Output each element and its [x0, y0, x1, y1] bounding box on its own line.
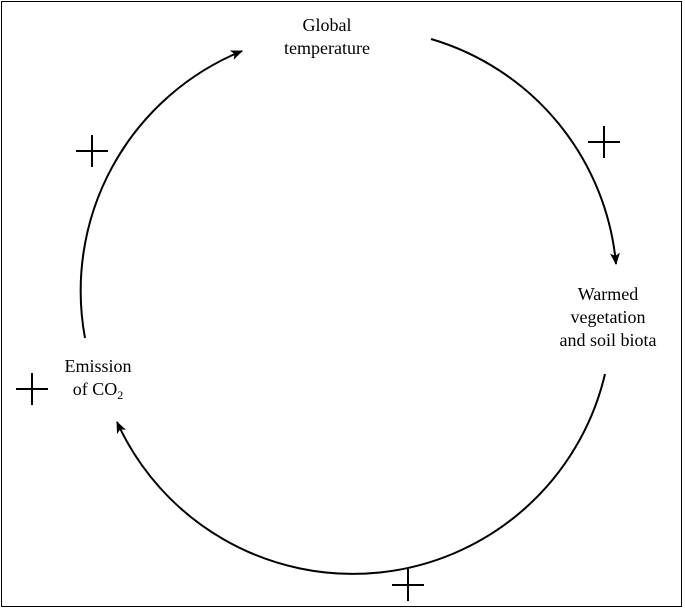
- arrow-emission-to-temperature: [79, 50, 243, 339]
- arrow-vegetation-to-emission: [116, 373, 606, 575]
- plus-sign-temperature-to-vegetation: [588, 126, 620, 158]
- node-global-temperature-line1: Global: [302, 15, 352, 35]
- node-global-temperature: Global temperature: [267, 14, 387, 60]
- node-emission: Emission of CO2: [48, 355, 148, 403]
- node-warmed-vegetation-line1: Warmed: [577, 284, 639, 304]
- plus-sign-emission-to-temperature: [76, 135, 108, 167]
- plus-sign-emission-side: [16, 373, 48, 405]
- node-warmed-vegetation: Warmed vegetation and soil biota: [538, 283, 678, 352]
- node-emission-subscript: 2: [117, 388, 124, 402]
- node-emission-co-text: of CO: [72, 379, 118, 399]
- node-emission-line2: of CO2: [48, 378, 148, 403]
- arrow-temperature-to-vegetation: [430, 38, 620, 265]
- plus-sign-vegetation-to-emission: [392, 569, 424, 601]
- node-global-temperature-line2: temperature: [284, 38, 370, 58]
- node-warmed-vegetation-line2: vegetation: [570, 307, 646, 327]
- node-warmed-vegetation-line3: and soil biota: [559, 330, 657, 350]
- node-emission-line1: Emission: [64, 356, 132, 376]
